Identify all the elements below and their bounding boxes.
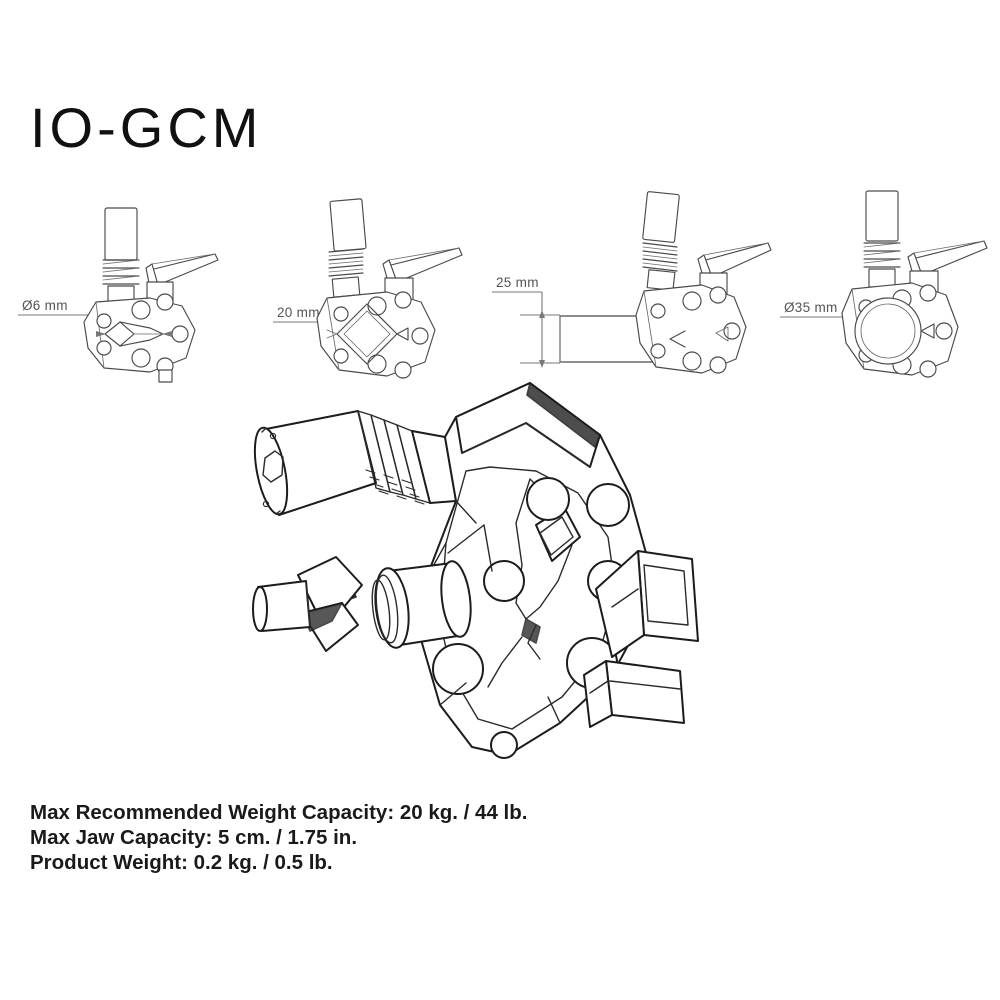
dimension-leader-tube <box>492 291 560 368</box>
jaw-round-open <box>854 297 935 365</box>
spec-line-jaw-capacity: Max Jaw Capacity: 5 cm. / 1.75 in. <box>30 826 358 849</box>
dimension-label-full-open: Ø35 mm <box>784 300 838 315</box>
page-title: IO-GCM <box>30 96 263 159</box>
threaded-stud <box>863 190 901 288</box>
threaded-stud <box>102 207 140 305</box>
knurled-knob <box>253 410 457 516</box>
specifications-block: Max Recommended Weight Capacity: 20 kg. … <box>30 800 527 875</box>
figure-view-small-open: 20 mm <box>245 190 495 390</box>
dimension-label-small-open: 20 mm <box>277 305 320 320</box>
pivot-hub <box>252 556 472 652</box>
clamp-body <box>635 284 747 374</box>
figure-view-tube: 25 mm <box>480 185 772 390</box>
figure-view-closed: Ø6 mm <box>0 190 250 390</box>
jaw-diamond-open <box>326 303 409 365</box>
threaded-stud <box>642 191 680 291</box>
spec-line-product-weight: Product Weight: 0.2 kg. / 0.5 lb. <box>30 851 333 874</box>
clamp-body <box>83 293 196 383</box>
clamp-body <box>316 291 436 379</box>
figure-view-full-open: Ø35 mm <box>760 185 1000 390</box>
release-lever-block <box>583 550 699 728</box>
dimension-label-closed: Ø6 mm <box>22 298 68 313</box>
figure-main-isometric <box>240 375 740 785</box>
spec-line-weight-capacity: Max Recommended Weight Capacity: 20 kg. … <box>30 801 528 824</box>
dimension-label-tube: 25 mm <box>496 275 539 290</box>
threaded-stud <box>328 198 367 298</box>
jaw-closed <box>96 321 172 347</box>
